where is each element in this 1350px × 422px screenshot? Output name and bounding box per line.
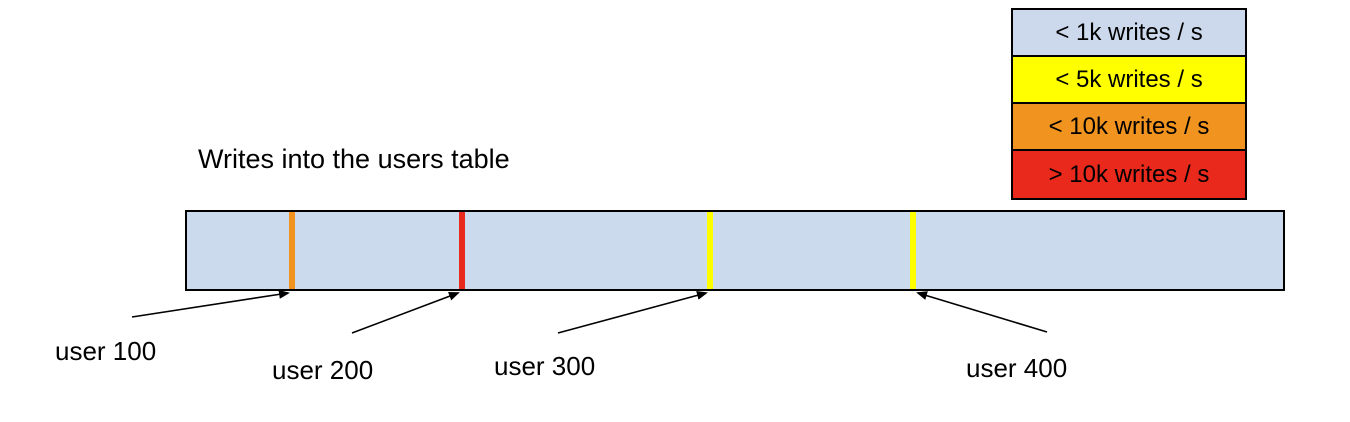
bar-marker-user-100 [289,212,295,289]
legend-item-label: < 5k writes / s [1055,65,1203,93]
arrow-user-400 [916,291,1048,333]
legend-item-2: < 10k writes / s [1013,104,1245,151]
bar-marker-user-200 [459,212,465,289]
marker-label-user-300: user 300 [494,351,596,381]
diagram-title: Writes into the users table [198,144,510,174]
users-table-bar [185,210,1285,291]
marker-label-user-100: user 100 [55,336,157,366]
marker-label-user-400: user 400 [966,353,1068,383]
legend-item-3: > 10k writes / s [1013,151,1245,198]
legend-item-0: < 1k writes / s [1013,10,1245,57]
bar-marker-user-400 [910,212,916,289]
bar-marker-user-300 [707,212,713,289]
legend-item-label: > 10k writes / s [1048,160,1210,188]
legend-item-label: < 10k writes / s [1048,112,1210,140]
legend-item-label: < 1k writes / s [1055,18,1203,46]
legend-item-1: < 5k writes / s [1013,57,1245,104]
arrow-user-100 [131,289,290,318]
arrow-user-300 [557,291,708,334]
arrow-user-200 [351,291,460,334]
marker-label-user-200: user 200 [272,355,374,385]
legend: < 1k writes / s < 5k writes / s < 10k writ… [1011,8,1247,200]
